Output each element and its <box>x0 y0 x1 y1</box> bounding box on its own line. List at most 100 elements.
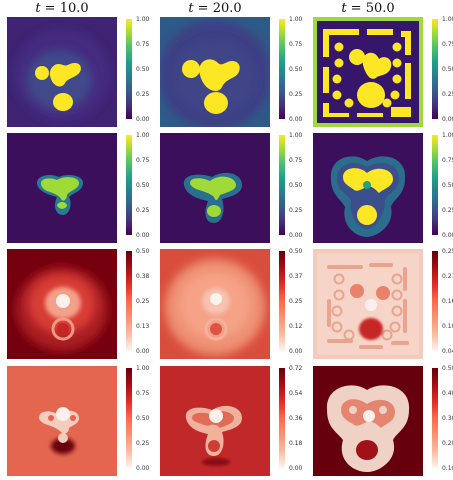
field-shapes <box>313 366 423 476</box>
ring <box>204 317 228 341</box>
heatmap-panel <box>7 17 117 127</box>
heatmap-field <box>313 133 423 243</box>
ring-band <box>327 339 353 343</box>
colorbar-tick-label: 0.16 <box>442 298 453 305</box>
field-shapes <box>313 249 423 359</box>
bright-region <box>58 433 68 443</box>
colorbar <box>432 368 438 468</box>
colorbar-tick-label: 0.54 <box>289 390 303 397</box>
colorbar-tick-label: 0.75 <box>442 41 453 48</box>
colorbar-tick-label: 0.25 <box>289 298 303 305</box>
phase-band <box>367 29 393 35</box>
dark-spot <box>356 440 378 460</box>
title-variable: t <box>341 1 347 16</box>
phase-band <box>323 67 329 93</box>
colorbar-tick-label: 1.00 <box>442 132 453 139</box>
title-time-value: 10.0 <box>59 1 89 16</box>
field-shapes <box>313 133 423 243</box>
inner-region <box>350 284 364 298</box>
ring-band <box>369 263 393 267</box>
field-shapes <box>160 366 270 476</box>
ring-band <box>327 265 363 269</box>
colorbar-tick-label: 1.00 <box>442 16 453 23</box>
heatmap-field <box>7 133 117 243</box>
heatmap-panel <box>160 133 270 243</box>
phase-band <box>323 29 359 57</box>
hot-spot <box>56 407 70 421</box>
colorbar-tick-label: 0.18 <box>289 440 303 447</box>
field-shapes <box>7 133 117 243</box>
ring <box>51 317 75 341</box>
ring-dot <box>343 329 355 341</box>
heatmap-panel <box>7 249 117 359</box>
colorbar-tick-label: 1.00 <box>136 365 150 372</box>
heatmap-field <box>160 133 270 243</box>
dark-spot <box>51 438 75 454</box>
title-time-value: 20.0 <box>212 1 242 16</box>
phase-blob <box>349 49 365 65</box>
colorbar-tick-label: 0.75 <box>136 157 150 164</box>
colorbar-tick-label: 0.25 <box>442 248 453 255</box>
colorbar-tick-label: 0.10 <box>442 465 453 472</box>
dark-spot <box>202 458 230 466</box>
heatmap-panel <box>313 133 423 243</box>
ring-dot <box>331 305 343 317</box>
colorbar-tick-label: 0.00 <box>136 116 150 123</box>
colorbar-tick-label: 0.12 <box>289 323 303 330</box>
ring-core <box>210 323 222 335</box>
colorbar-tick-label: 0.25 <box>442 91 453 98</box>
colorbar-tick-label: 0.50 <box>289 248 303 255</box>
heatmap-panel <box>313 17 423 127</box>
ring-band <box>403 299 407 333</box>
phase-dot <box>382 98 392 108</box>
colorbar-tick-label: 0.21 <box>442 273 453 280</box>
column-title: t = 20.0 <box>160 1 270 17</box>
heatmap-panel <box>7 133 117 243</box>
field-shapes <box>7 249 117 359</box>
inner-region <box>208 440 220 452</box>
column-title: t = 10.0 <box>7 1 117 17</box>
hot-spot <box>209 409 223 423</box>
colorbar <box>432 19 438 119</box>
heatmap-field <box>160 17 270 127</box>
hole <box>349 406 357 414</box>
colorbar-tick-label: 0.25 <box>136 207 150 214</box>
colorbar-tick-label: 0.00 <box>289 116 303 123</box>
phase-band <box>401 31 411 55</box>
ring-dot <box>381 329 393 341</box>
ring-core <box>57 323 69 335</box>
colorbar-tick-label: 0.75 <box>289 41 303 48</box>
colorbar <box>432 135 438 235</box>
phase-blob <box>362 52 392 79</box>
colorbar-tick-label: 0.00 <box>442 116 453 123</box>
phase-blob <box>357 82 385 108</box>
colorbar <box>279 135 285 235</box>
heatmap-panel <box>160 366 270 476</box>
hole <box>48 415 54 421</box>
phase-blob <box>204 92 228 114</box>
phase-blob <box>35 66 49 80</box>
ring-dot <box>391 273 403 285</box>
field-shapes <box>160 17 270 127</box>
concentration-blob <box>41 177 79 201</box>
heatmap-field <box>7 366 117 476</box>
phase-dot <box>392 74 402 84</box>
colorbar-tick-label: 1.00 <box>136 16 150 23</box>
concentration-blob <box>343 168 393 193</box>
colorbar-tick-label: 0.25 <box>136 298 150 305</box>
colorbar <box>126 251 132 351</box>
hole <box>70 415 76 421</box>
colorbar <box>126 19 132 119</box>
dark-spot <box>359 318 383 340</box>
colorbar-tick-label: 0.37 <box>289 273 303 280</box>
colorbar-tick-label: 0.25 <box>136 440 150 447</box>
ring-dot <box>331 321 343 333</box>
phase-dot <box>344 98 354 108</box>
phase-dot <box>390 90 400 100</box>
colorbar-tick-label: 0.50 <box>442 365 453 372</box>
colorbar <box>279 251 285 351</box>
ring-dot <box>333 289 345 301</box>
heatmap-field <box>313 366 423 476</box>
colorbar-tick-label: 0.13 <box>136 323 150 330</box>
colorbar-tick-label: 1.00 <box>289 132 303 139</box>
